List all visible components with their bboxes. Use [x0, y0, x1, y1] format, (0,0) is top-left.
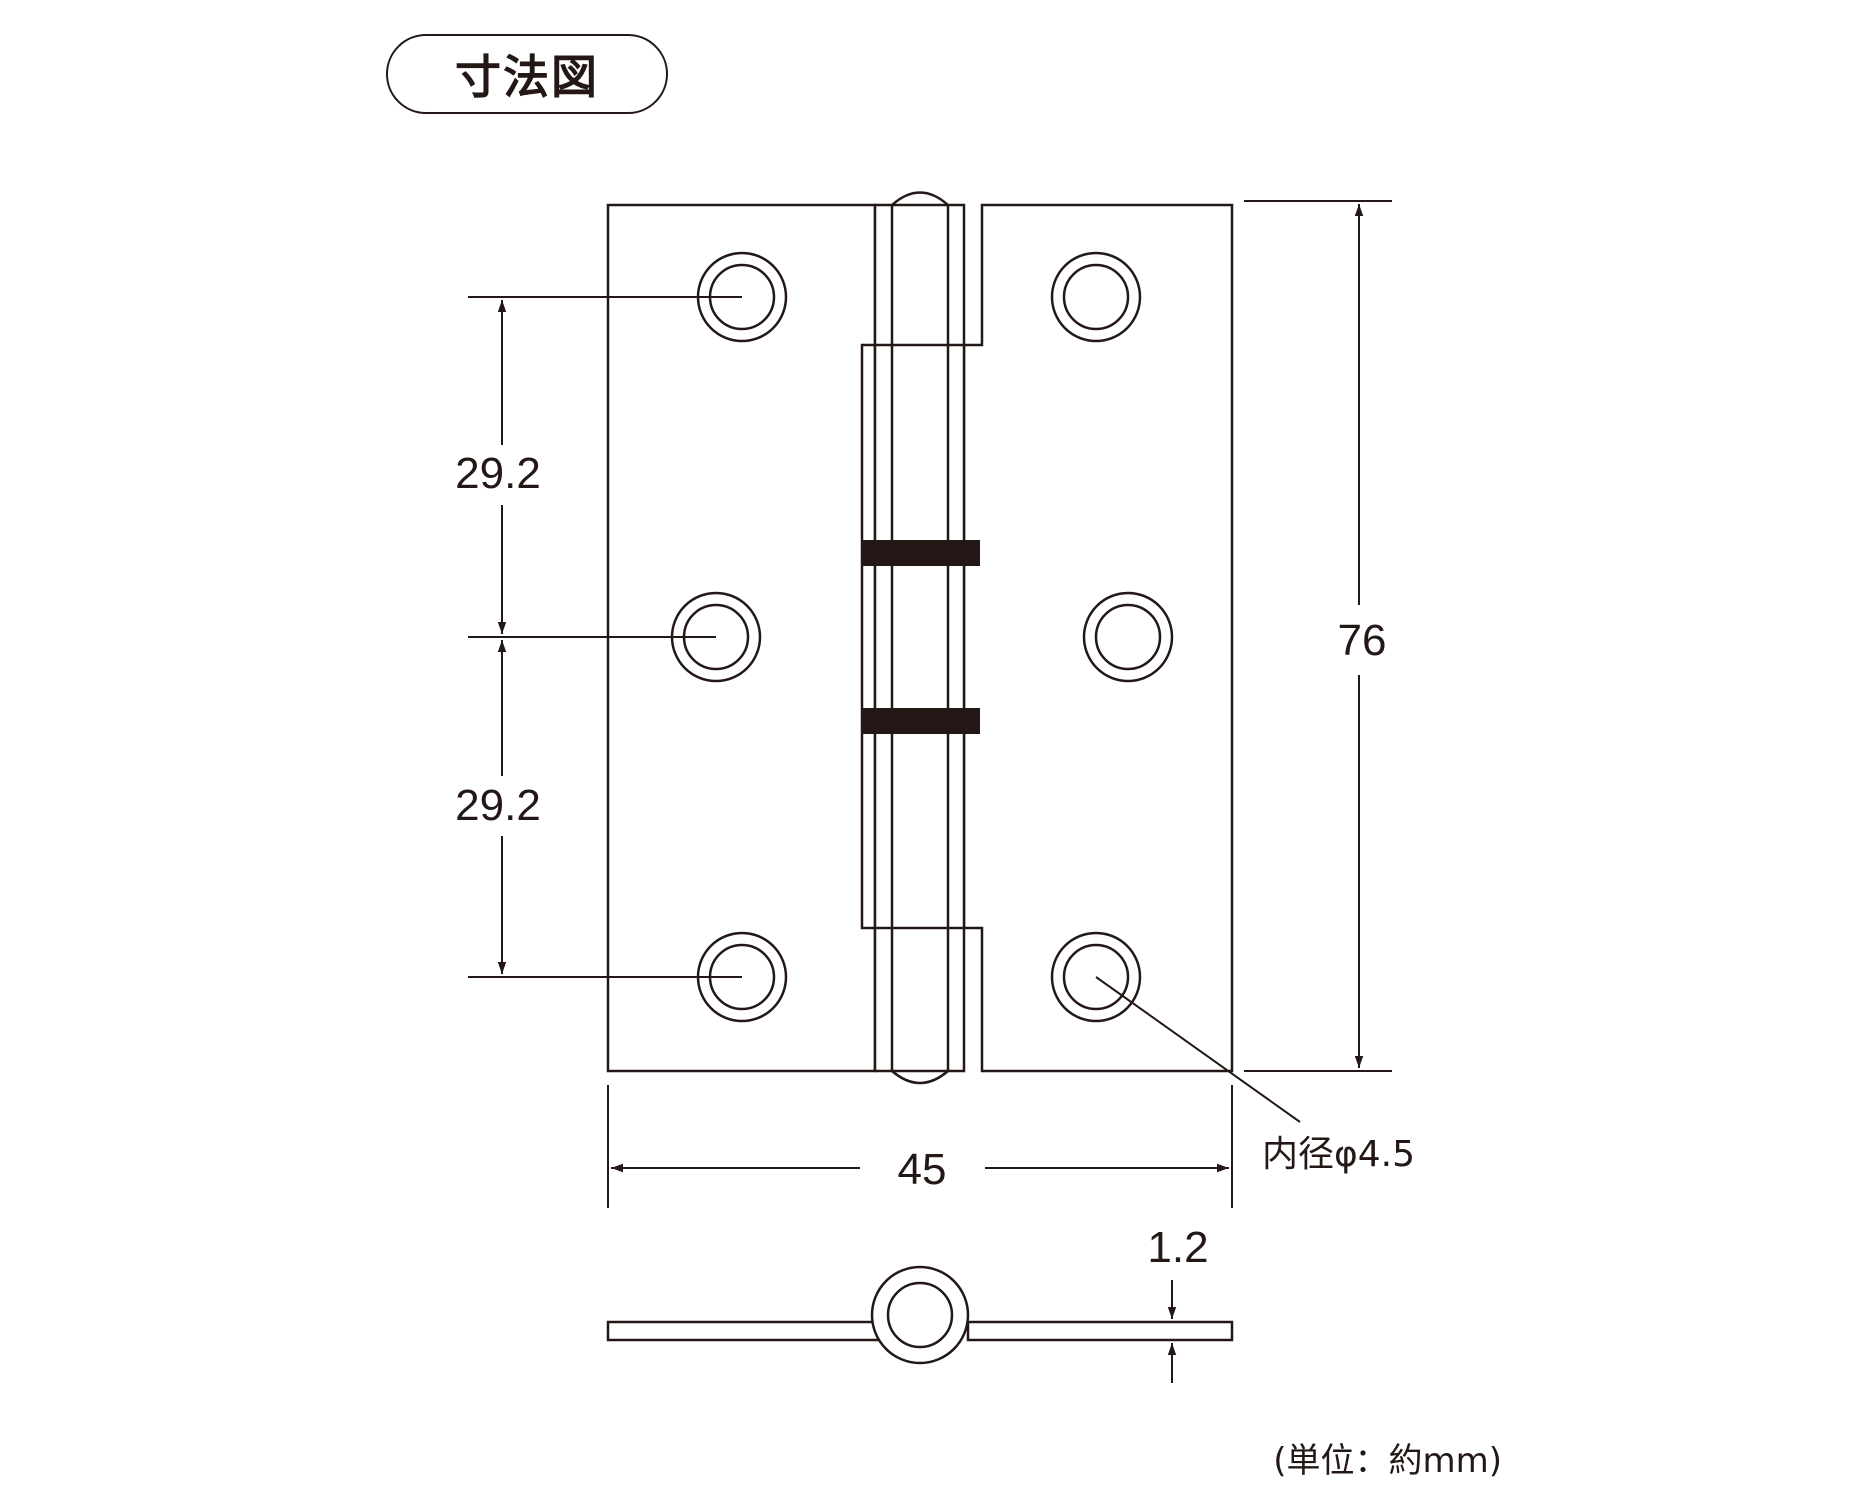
- thickness-label: 1.2: [1147, 1223, 1208, 1272]
- pin-top-cap: [891, 191, 949, 206]
- hole-pitch-upper-label: 29.2: [455, 449, 541, 498]
- knuckle-barrel: [873, 203, 966, 1073]
- side-view-knuckle-inner: [886, 1281, 954, 1349]
- hole-diameter-label: 内径φ4.5: [1262, 1134, 1415, 1175]
- drawing-title: 寸法図: [386, 34, 668, 114]
- hole-pitch-lower-label: 29.2: [455, 781, 541, 830]
- hole-diameter-leader: [1095, 976, 1301, 1123]
- width-label: 45: [898, 1145, 947, 1194]
- knuckle-band-lower: [862, 708, 980, 734]
- hole-right-middle: [1082, 591, 1174, 683]
- side-view-right-plate: [966, 1320, 1234, 1342]
- pin-bottom-cap: [891, 1070, 949, 1085]
- side-view-plate: [606, 1288, 897, 1342]
- height-label: 76: [1338, 616, 1387, 665]
- hole-right-top: [1050, 251, 1142, 343]
- middle-knuckle-outline: [860, 343, 964, 930]
- knuckle-band-upper: [862, 540, 980, 566]
- unit-note: (単位：約mm): [1273, 1441, 1502, 1481]
